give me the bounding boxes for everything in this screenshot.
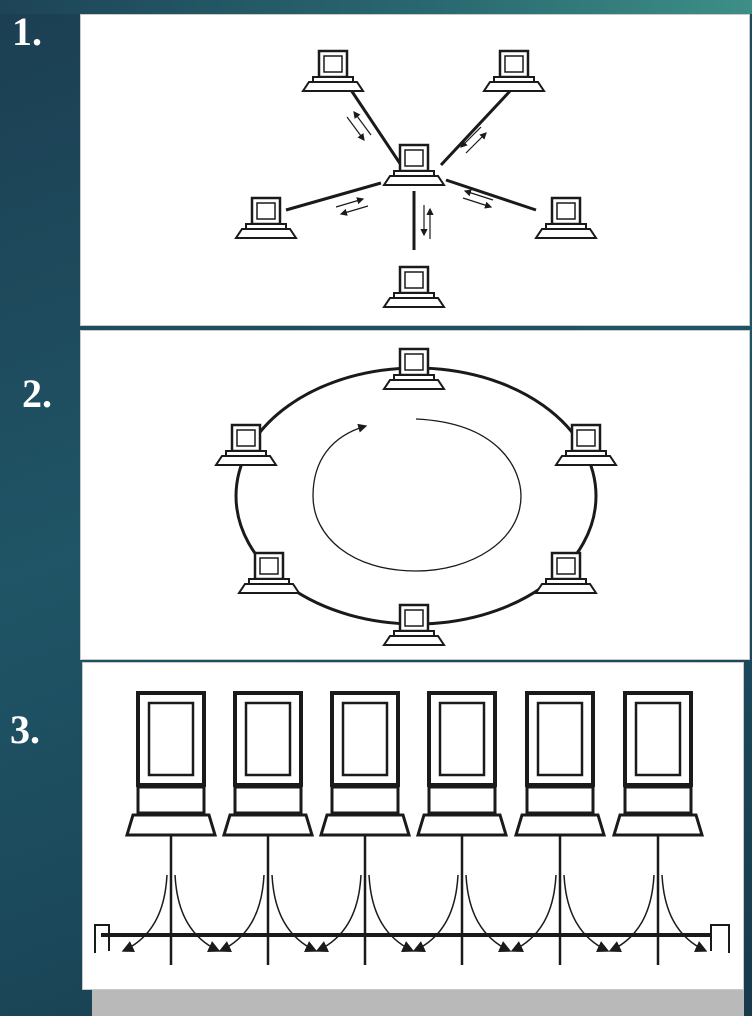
bus-terminator-left — [94, 924, 110, 953]
top-accent-strip — [0, 0, 752, 14]
bus-computer — [610, 693, 706, 965]
ring-computer — [382, 603, 446, 647]
star-link — [285, 181, 382, 212]
ring-computer — [534, 551, 598, 595]
star-topology-panel — [80, 14, 750, 326]
bus-panel-shadow — [92, 990, 744, 1016]
bus-terminator-right — [710, 924, 730, 953]
star-topology-diagram — [234, 49, 598, 309]
bus-computer — [123, 693, 219, 965]
bus-computer — [414, 693, 510, 965]
bus-computer — [220, 693, 316, 965]
ring-computer — [214, 423, 278, 467]
star-link — [349, 89, 403, 166]
ring-direction-arrow — [312, 418, 522, 572]
star-computer — [301, 49, 365, 93]
bus-computer — [512, 693, 608, 965]
label-one: 1. — [12, 9, 42, 54]
ring-computer — [554, 423, 618, 467]
bus-topology-diagram — [94, 663, 730, 989]
star-link — [445, 178, 537, 212]
star-computer — [482, 49, 546, 93]
ring-computer — [237, 551, 301, 595]
label-three: 3. — [10, 707, 40, 752]
star-link — [439, 88, 513, 167]
star-computer — [382, 265, 446, 309]
bus-computer — [317, 693, 413, 965]
label-two: 2. — [22, 371, 52, 416]
ring-topology-diagram — [214, 347, 618, 647]
bus-topology-panel — [82, 662, 744, 990]
star-computer — [534, 196, 598, 240]
ring-topology-panel — [80, 330, 750, 660]
star-computer — [234, 196, 298, 240]
